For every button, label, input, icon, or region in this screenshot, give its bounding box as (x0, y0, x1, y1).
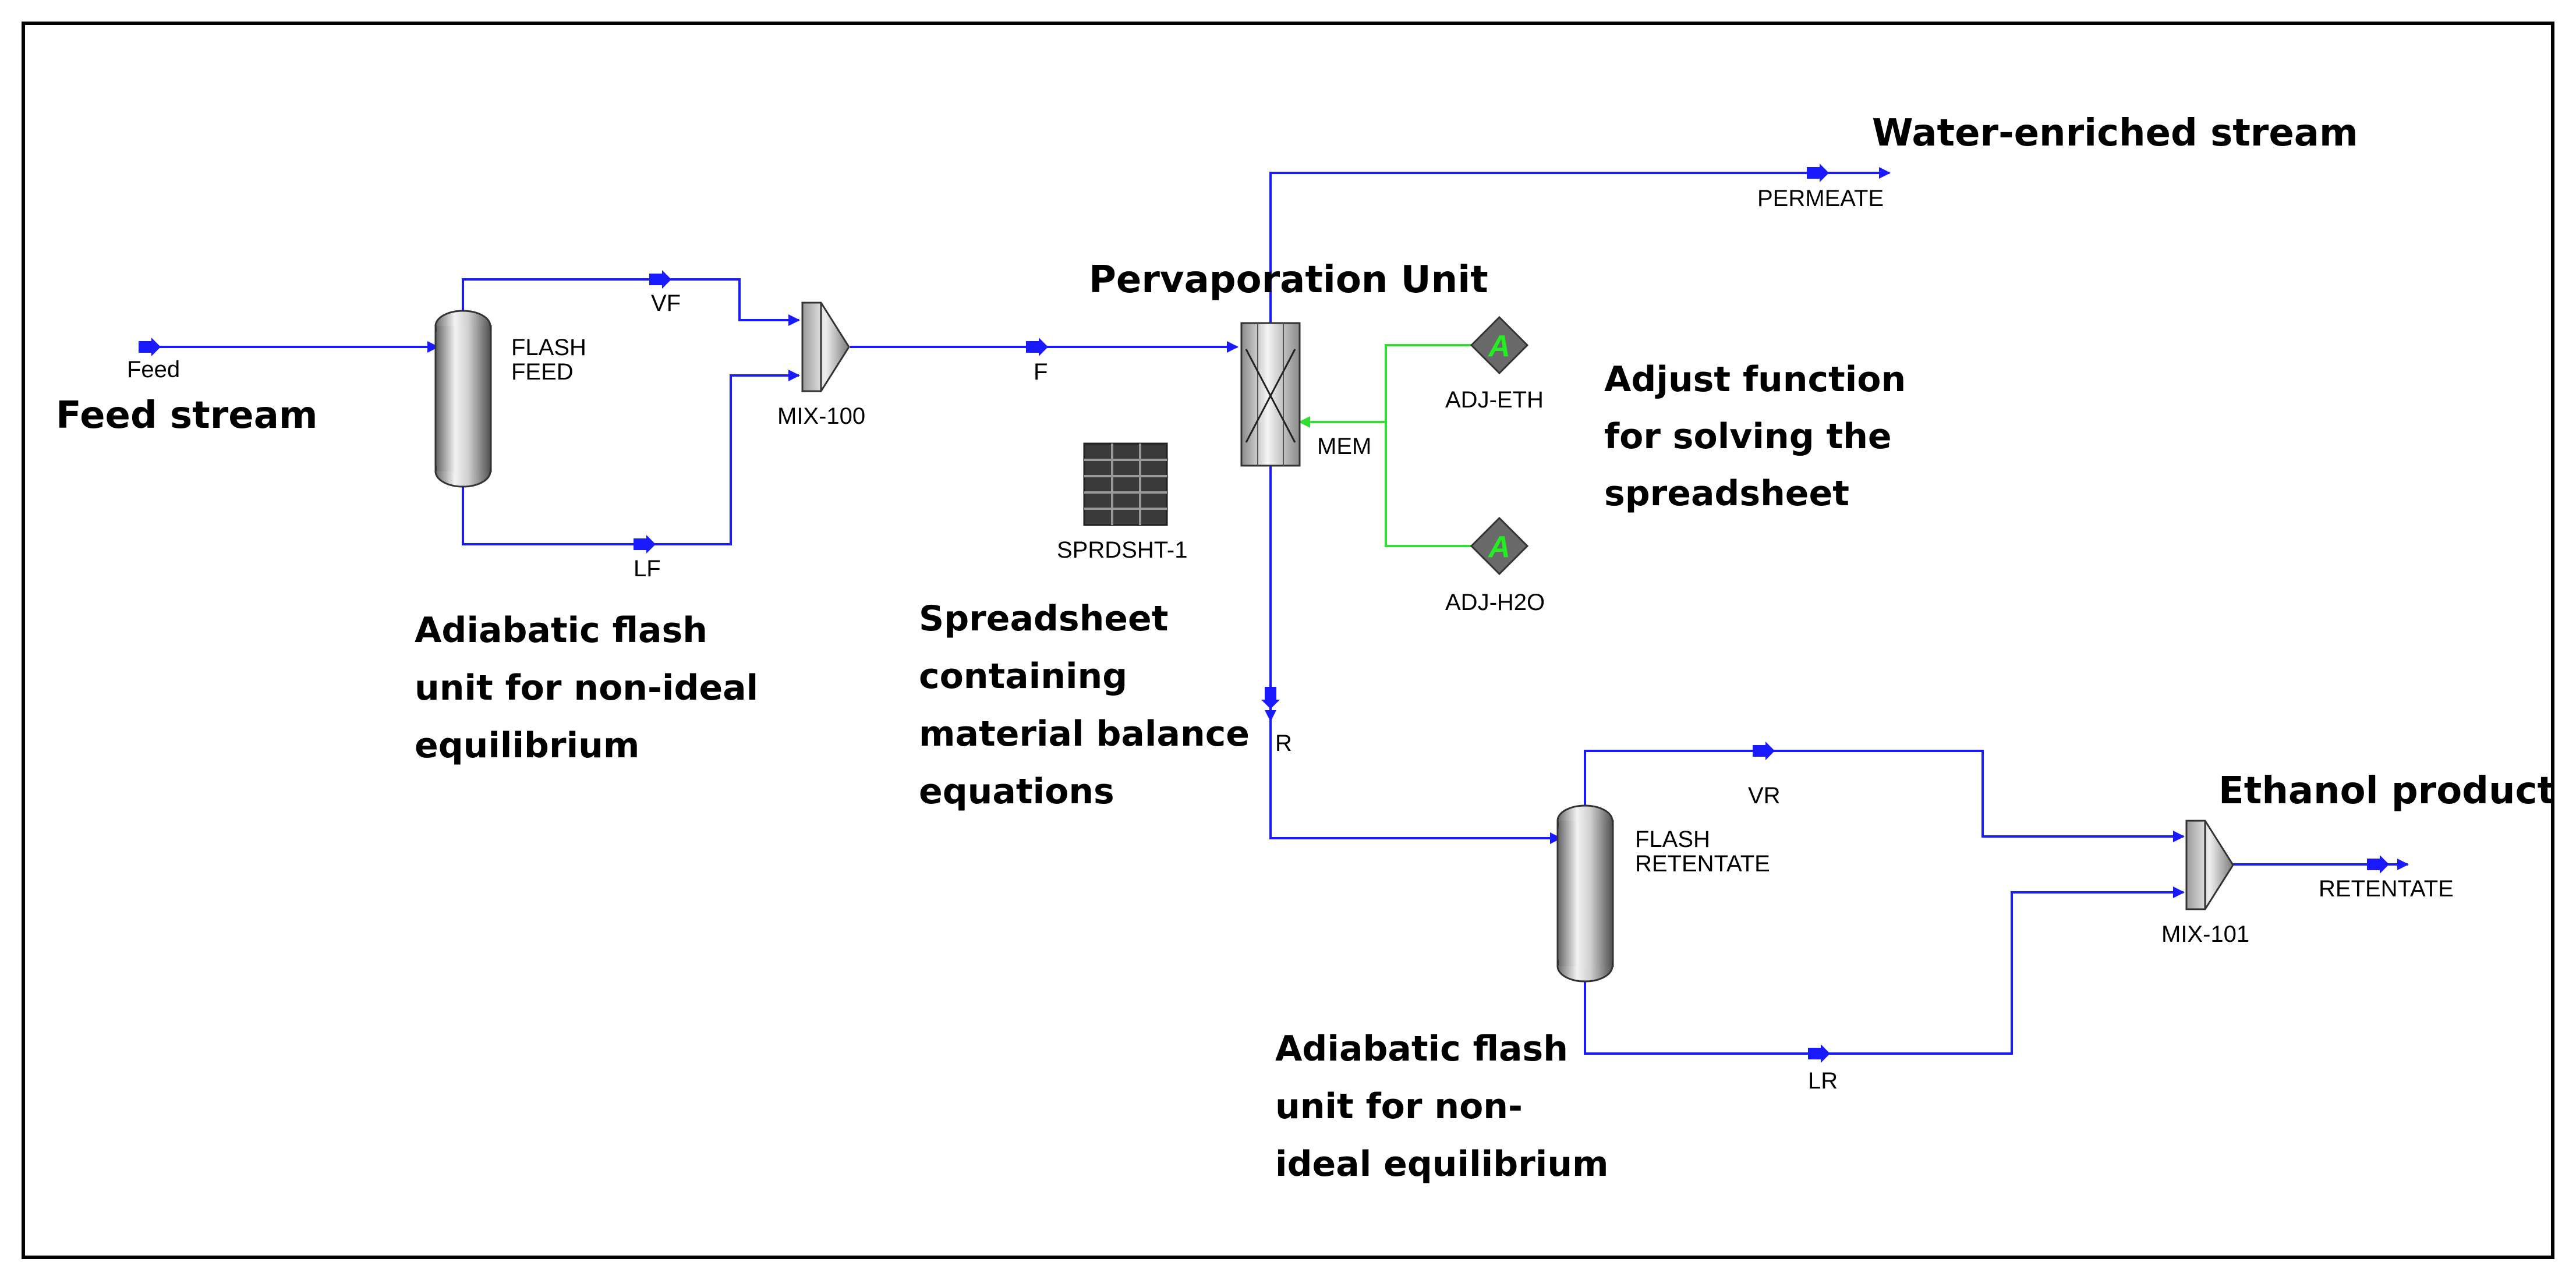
spreadsheet-annotation-2: containing (919, 656, 1127, 697)
r-line-2[interactable] (1269, 721, 1562, 844)
flash-ret-annotation-3: ideal equilibrium (1275, 1144, 1609, 1185)
lr-line[interactable] (1584, 887, 2185, 1055)
adjust-annotation-1: Adjust function (1604, 359, 1906, 400)
adj-h2o-adjust[interactable]: A (1470, 516, 1529, 576)
f-label: F (1034, 359, 1048, 385)
mix-101-mixer[interactable] (2185, 820, 2234, 910)
adj-h2o-signal[interactable] (1385, 422, 1473, 547)
mix-100-mixer[interactable] (801, 302, 850, 392)
flash-ret-annotation-2: unit for non- (1275, 1086, 1523, 1127)
flash-feed-label-1: FLASH (511, 335, 586, 360)
adjust-annotation-2: for solving the (1604, 416, 1892, 457)
lf-line[interactable] (462, 370, 800, 545)
ethanol-product-annotation: Ethanol product (2218, 770, 2555, 813)
adjust-letter: A (1487, 530, 1510, 564)
flash-ret-label-2: RETENTATE (1635, 851, 1770, 877)
flash-retentate-vessel[interactable] (1556, 804, 1614, 983)
vr-label: VR (1748, 783, 1781, 809)
r-label: R (1275, 731, 1292, 756)
flash-feed-label-2: FEED (511, 359, 574, 385)
flash-feed-annotation-3: equilibrium (415, 725, 639, 766)
adj-eth-signal[interactable] (1385, 344, 1473, 422)
mix-101-label: MIX-101 (2161, 921, 2249, 947)
retentate-label: RETENTATE (2319, 876, 2454, 902)
water-enriched-annotation: Water-enriched stream (1872, 112, 2358, 155)
lf-label: LF (634, 556, 661, 582)
mix-100-label: MIX-100 (777, 403, 865, 429)
mem-label: MEM (1317, 434, 1371, 459)
vr-line[interactable] (1584, 750, 2185, 842)
adj-eth-label: ADJ-ETH (1445, 387, 1544, 413)
permeate-line[interactable] (1269, 167, 1891, 323)
flash-feed-vessel[interactable] (434, 310, 492, 488)
flash-feed-annotation-2: unit for non-ideal (415, 668, 758, 708)
spreadsheet-annotation-3: material balance (919, 714, 1250, 754)
flash-ret-label-1: FLASH (1635, 827, 1710, 852)
pervaporation-membrane[interactable] (1240, 322, 1301, 467)
spreadsheet-icon[interactable] (1083, 442, 1168, 526)
spreadsheet-annotation-4: equations (919, 771, 1114, 812)
diagram-border (22, 22, 2554, 1259)
lr-label: LR (1808, 1068, 1838, 1094)
adj-eth-adjust[interactable]: A (1470, 315, 1529, 375)
feed-label: Feed (127, 357, 180, 382)
flash-feed-annotation-1: Adiabatic flash (415, 610, 707, 651)
vf-line[interactable] (462, 278, 800, 326)
pervaporation-annotation: Pervaporation Unit (1089, 258, 1488, 302)
adj-h2o-label: ADJ-H2O (1445, 590, 1545, 615)
spreadsheet-label: SPRDSHT-1 (1057, 537, 1188, 563)
adjust-letter: A (1487, 329, 1510, 363)
permeate-label: PERMEATE (1757, 186, 1884, 211)
feed-stream-annotation: Feed stream (56, 394, 318, 437)
stream-tag-markers (139, 164, 2389, 1063)
vf-label: VF (651, 290, 681, 316)
flash-ret-annotation-1: Adiabatic flash (1275, 1029, 1568, 1069)
spreadsheet-annotation-1: Spreadsheet (919, 598, 1168, 639)
adjust-annotation-3: spreadsheet (1604, 473, 1849, 514)
